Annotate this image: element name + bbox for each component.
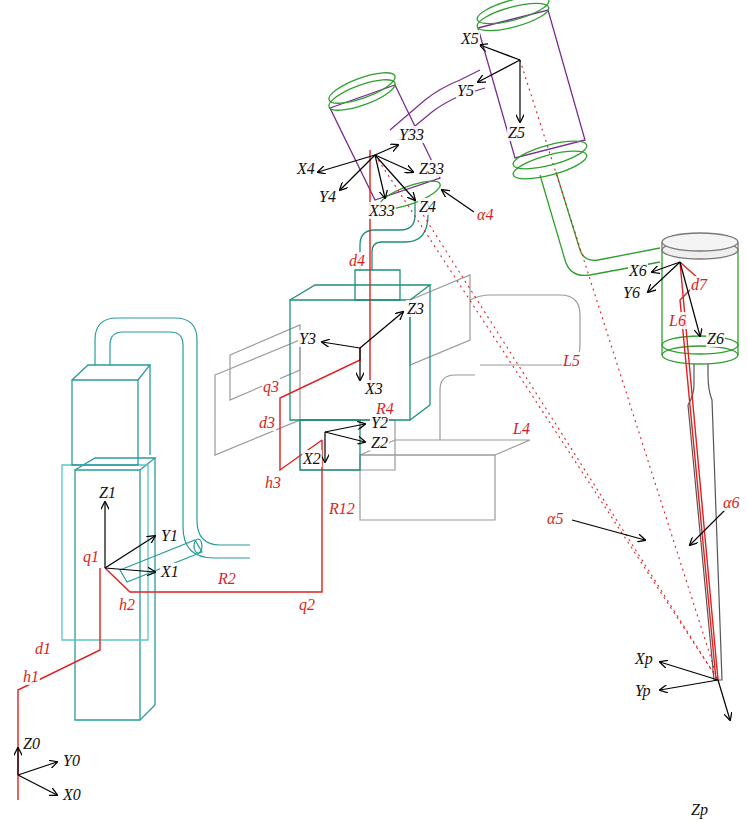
axis-label: Z1 xyxy=(98,484,117,501)
dimension-label: R2 xyxy=(217,570,237,587)
dimension-label: d3 xyxy=(258,414,276,431)
axis-label: Z0 xyxy=(22,735,41,752)
dimension-label: h3 xyxy=(264,474,282,491)
dimension-label: d1 xyxy=(34,640,52,657)
axis-label: Y1 xyxy=(160,527,179,544)
axis-label: X4 xyxy=(296,160,316,177)
axis-label: Z2 xyxy=(370,434,389,451)
dimension-label: L5 xyxy=(562,352,581,369)
dimension-label: α5 xyxy=(546,510,564,527)
dimension-label: R12 xyxy=(328,500,356,517)
axis-label: X0 xyxy=(62,786,82,803)
axis-label: Yp xyxy=(634,682,651,699)
axis-label: Y3 xyxy=(298,330,317,347)
axis-label: Y5 xyxy=(456,82,475,99)
axis-label: Y0 xyxy=(62,752,81,769)
axis-label: Y4 xyxy=(318,188,337,205)
dimension-label: L6 xyxy=(668,312,687,329)
axis-label: X6 xyxy=(628,262,648,279)
axis-label: X2 xyxy=(302,450,322,467)
axis-label: Zp xyxy=(690,801,709,818)
dimension-label: d7 xyxy=(690,276,708,293)
dimension-label: d4 xyxy=(348,252,366,269)
dimension-label: q1 xyxy=(82,548,100,565)
dimension-label: q3 xyxy=(262,378,280,395)
axis-label: Xp xyxy=(634,650,654,667)
dimension-label: L4 xyxy=(512,420,531,437)
axis-label: Y6 xyxy=(622,284,641,301)
axis-label: Z6 xyxy=(706,330,725,347)
dimension-label: q2 xyxy=(298,596,316,613)
axis-label: Y33 xyxy=(398,126,425,143)
axis-label: Z5 xyxy=(507,124,526,141)
axis-label: X3 xyxy=(364,380,384,397)
dimension-label: h1 xyxy=(22,668,40,685)
axis-label: Z33 xyxy=(418,160,445,177)
axis-label: X33 xyxy=(368,202,396,219)
axis-label: Z3 xyxy=(406,300,425,317)
dimension-label: α6 xyxy=(722,494,740,511)
dimension-label: h2 xyxy=(118,596,136,613)
axis-label: Z4 xyxy=(418,198,437,215)
dimension-label: α4 xyxy=(476,206,494,223)
axis-label: X1 xyxy=(160,563,180,580)
axis-label: X5 xyxy=(460,30,480,47)
dimension-label: R4 xyxy=(375,400,395,417)
